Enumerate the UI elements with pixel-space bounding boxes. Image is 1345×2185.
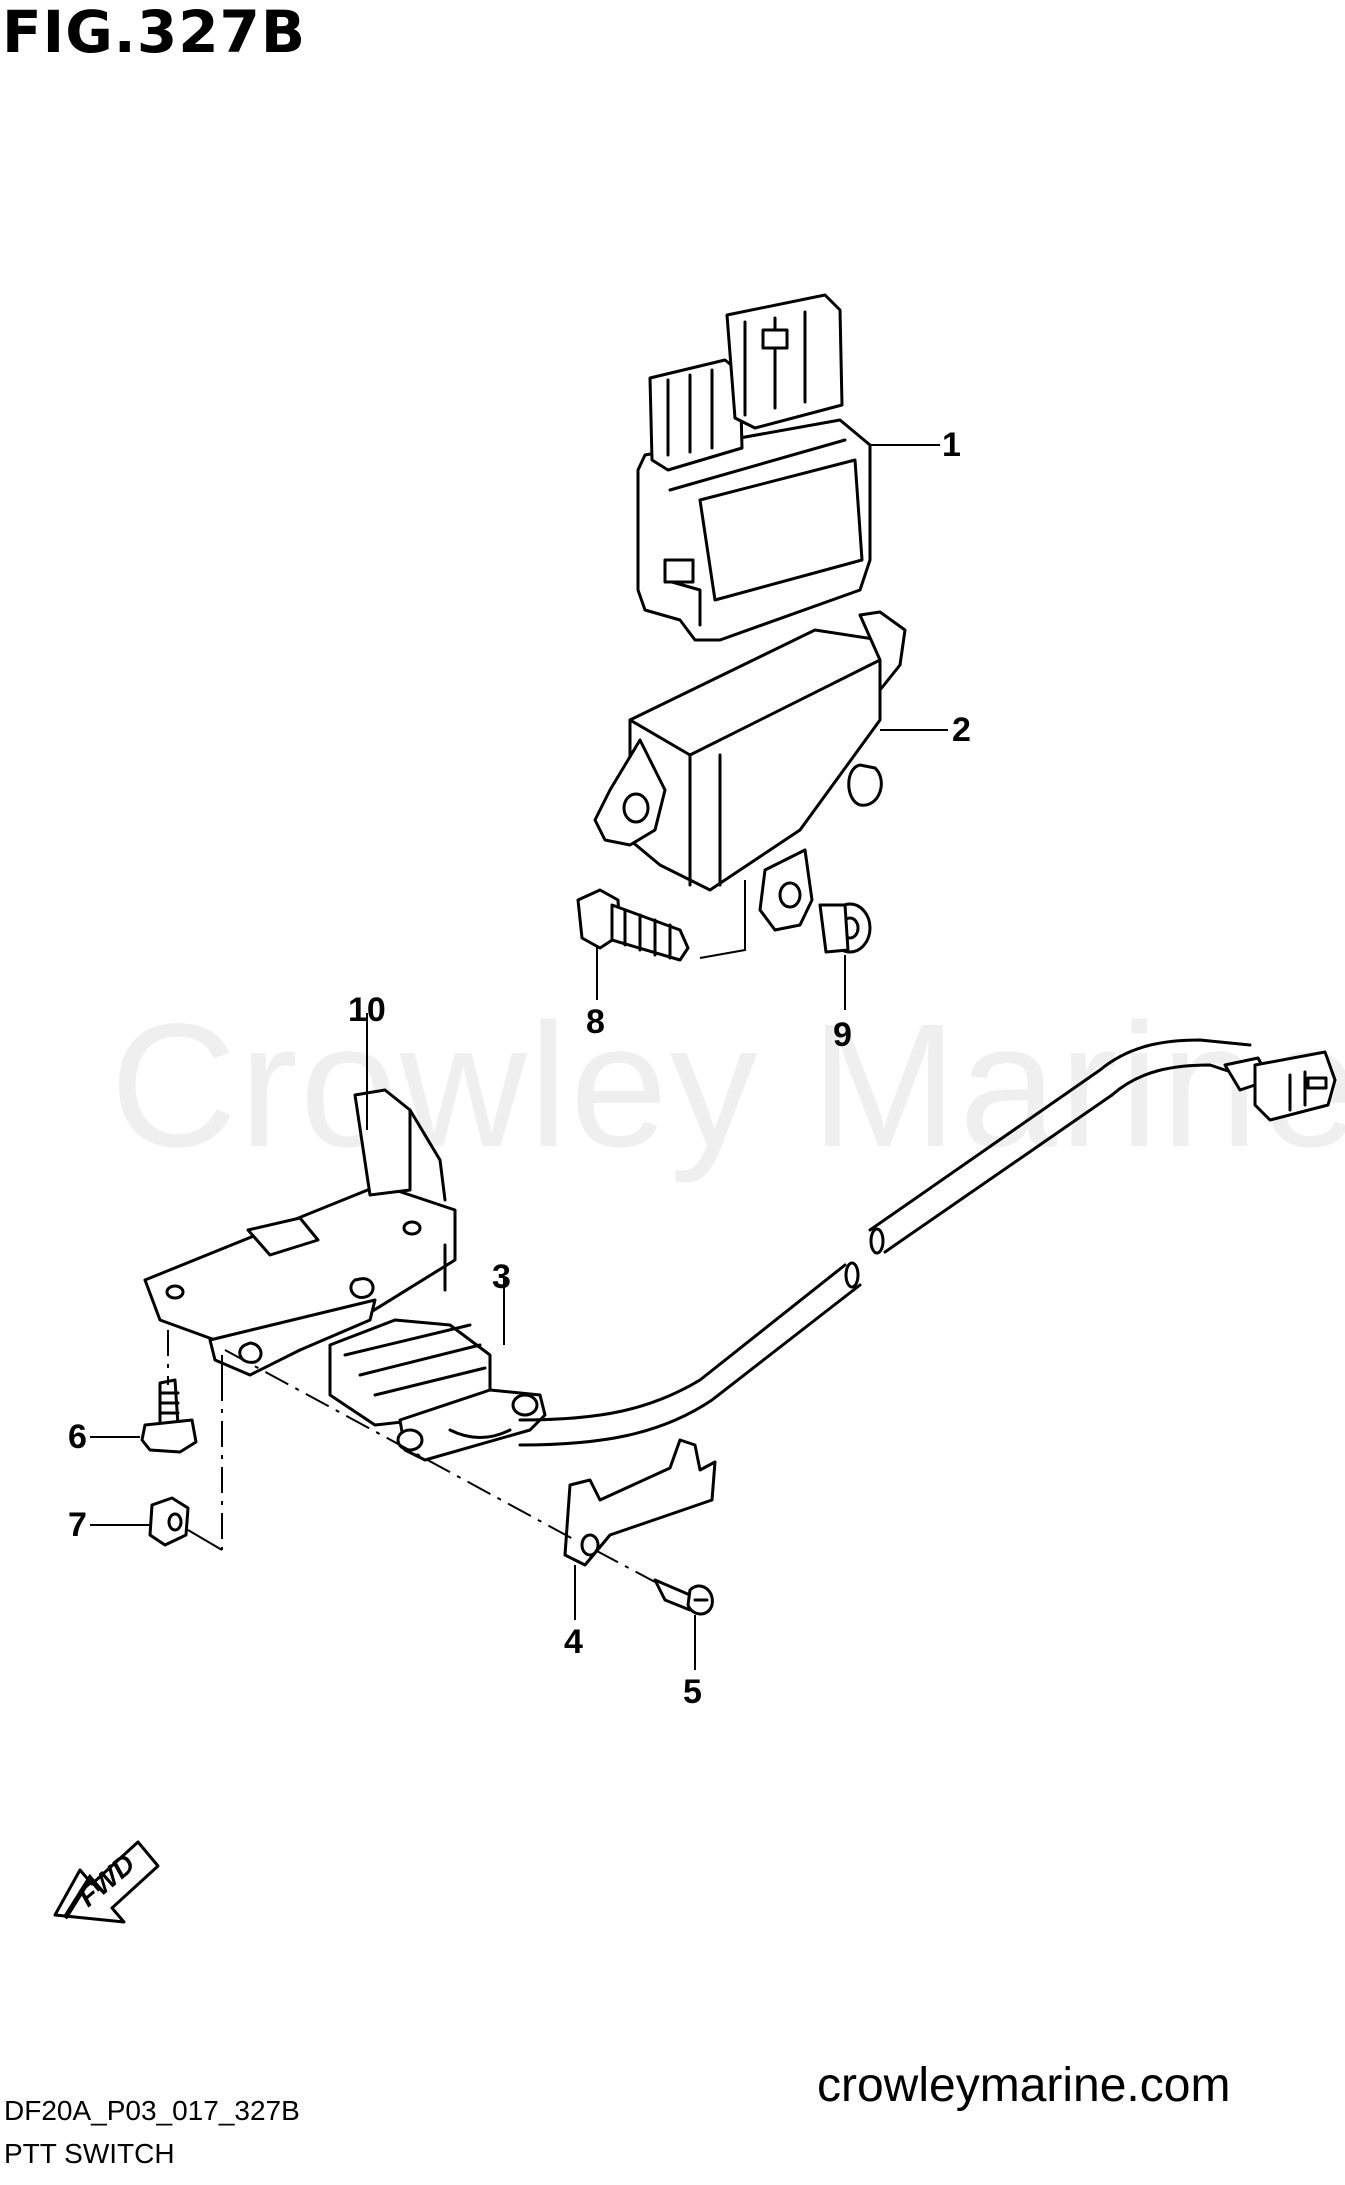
assembly-guide-lines	[167, 880, 746, 1583]
callout-1: 1	[942, 426, 961, 464]
part-4-plate[interactable]	[563, 1438, 717, 1620]
callout-leaders	[870, 444, 948, 731]
part-2-bracket[interactable]	[593, 610, 907, 959]
callout-8: 8	[586, 1003, 605, 1041]
part-3-ptt-switch[interactable]	[328, 1278, 547, 1462]
part-9-collar[interactable]	[818, 902, 872, 1010]
diagram-code: DF20A_P03_017_327B	[4, 2095, 300, 2126]
part-1-control-unit[interactable]	[636, 293, 872, 642]
part-8-bolt[interactable]	[576, 888, 690, 1000]
wire-harness[interactable]	[518, 1038, 1337, 1447]
part-10-holder-plate[interactable]	[143, 1013, 457, 1377]
callout-5: 5	[683, 1673, 702, 1711]
callout-3: 3	[492, 1258, 511, 1296]
part-5-screw[interactable]	[653, 1578, 714, 1670]
part-7-nut[interactable]	[90, 1496, 223, 1551]
watermark: Crowley Marine	[110, 988, 1345, 1184]
callout-10: 10	[348, 991, 386, 1029]
footer-url[interactable]: crowleymarine.com	[817, 2059, 1231, 2112]
callout-2: 2	[952, 711, 971, 749]
callout-9: 9	[833, 1016, 852, 1054]
figure-title: FIG.327B	[2, 0, 307, 66]
section-name: PTT SWITCH	[4, 2138, 175, 2169]
part-6-bolt[interactable]	[90, 1378, 198, 1454]
callout-4: 4	[564, 1623, 583, 1661]
callout-7: 7	[68, 1506, 87, 1544]
callout-6: 6	[68, 1418, 87, 1456]
fwd-arrow-icon: FWD	[53, 1840, 160, 1924]
